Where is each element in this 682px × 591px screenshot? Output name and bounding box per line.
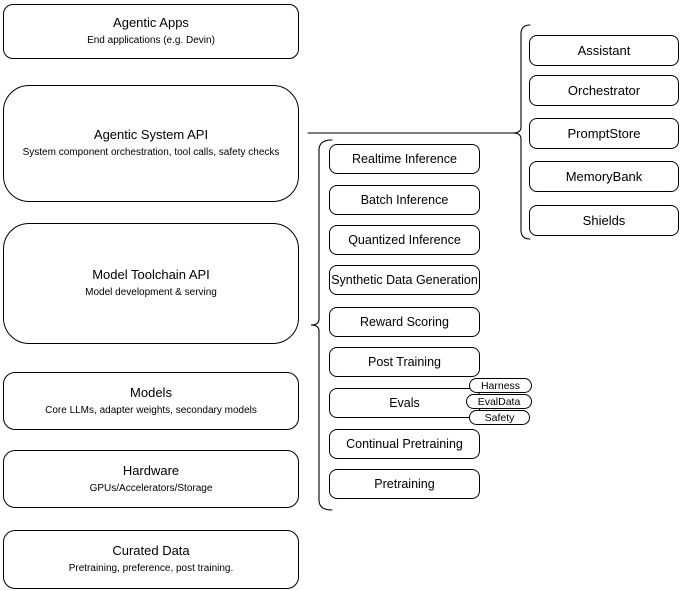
toolchain-item-pretraining: Pretraining bbox=[329, 469, 480, 499]
toolchain-item-reward-scoring: Reward Scoring bbox=[329, 307, 480, 337]
layer-title: Agentic System API bbox=[93, 127, 209, 143]
toolchain-item-continual-pretraining: Continual Pretraining bbox=[329, 429, 480, 459]
layer-title: Model Toolchain API bbox=[92, 267, 210, 283]
layer-subtitle: System component orchestration, tool cal… bbox=[22, 147, 280, 159]
layer-subtitle: Pretraining, preference, post training. bbox=[68, 563, 234, 575]
toolchain-item-post-training: Post Training bbox=[329, 347, 480, 377]
eval-tag-safety: Safety bbox=[469, 410, 530, 425]
toolchain-item-batch-inference: Batch Inference bbox=[329, 185, 480, 215]
component-shields: Shields bbox=[529, 205, 679, 236]
layer-subtitle: Model development & serving bbox=[85, 287, 217, 299]
toolchain-item-realtime-inference: Realtime Inference bbox=[329, 144, 480, 174]
layer-title: Curated Data bbox=[112, 543, 190, 559]
component-promptstore: PromptStore bbox=[529, 118, 679, 149]
eval-tag-harness: Harness bbox=[469, 378, 532, 393]
layer-subtitle: GPUs/Accelerators/Storage bbox=[89, 482, 213, 494]
toolchain-item-quantized-inference: Quantized Inference bbox=[329, 225, 480, 255]
component-orchestrator: Orchestrator bbox=[529, 75, 679, 106]
component-memorybank: MemoryBank bbox=[529, 161, 679, 192]
toolchain-item-synthetic-data-generation: Synthetic Data Generation bbox=[329, 265, 480, 295]
layer-box-agentic-system-api: Agentic System API System component orch… bbox=[3, 85, 299, 202]
layer-box-agentic-apps: Agentic Apps End applications (e.g. Devi… bbox=[3, 4, 299, 59]
layer-title: Hardware bbox=[122, 462, 180, 478]
layer-title: Models bbox=[130, 384, 172, 400]
component-assistant: Assistant bbox=[529, 35, 679, 66]
layer-box-models: Models Core LLMs, adapter weights, secon… bbox=[3, 372, 299, 430]
layer-box-curated-data: Curated Data Pretraining, preference, po… bbox=[3, 530, 299, 589]
layer-title: Agentic Apps bbox=[113, 15, 189, 31]
components-brace bbox=[512, 24, 531, 240]
eval-tag-evaldata: EvalData bbox=[466, 394, 532, 409]
layer-box-hardware: Hardware GPUs/Accelerators/Storage bbox=[3, 450, 299, 508]
toolchain-item-evals: Evals bbox=[329, 388, 480, 418]
layer-box-model-toolchain-api: Model Toolchain API Model development & … bbox=[3, 223, 299, 344]
layer-subtitle: End applications (e.g. Devin) bbox=[87, 35, 215, 47]
layer-subtitle: Core LLMs, adapter weights, secondary mo… bbox=[45, 404, 257, 416]
